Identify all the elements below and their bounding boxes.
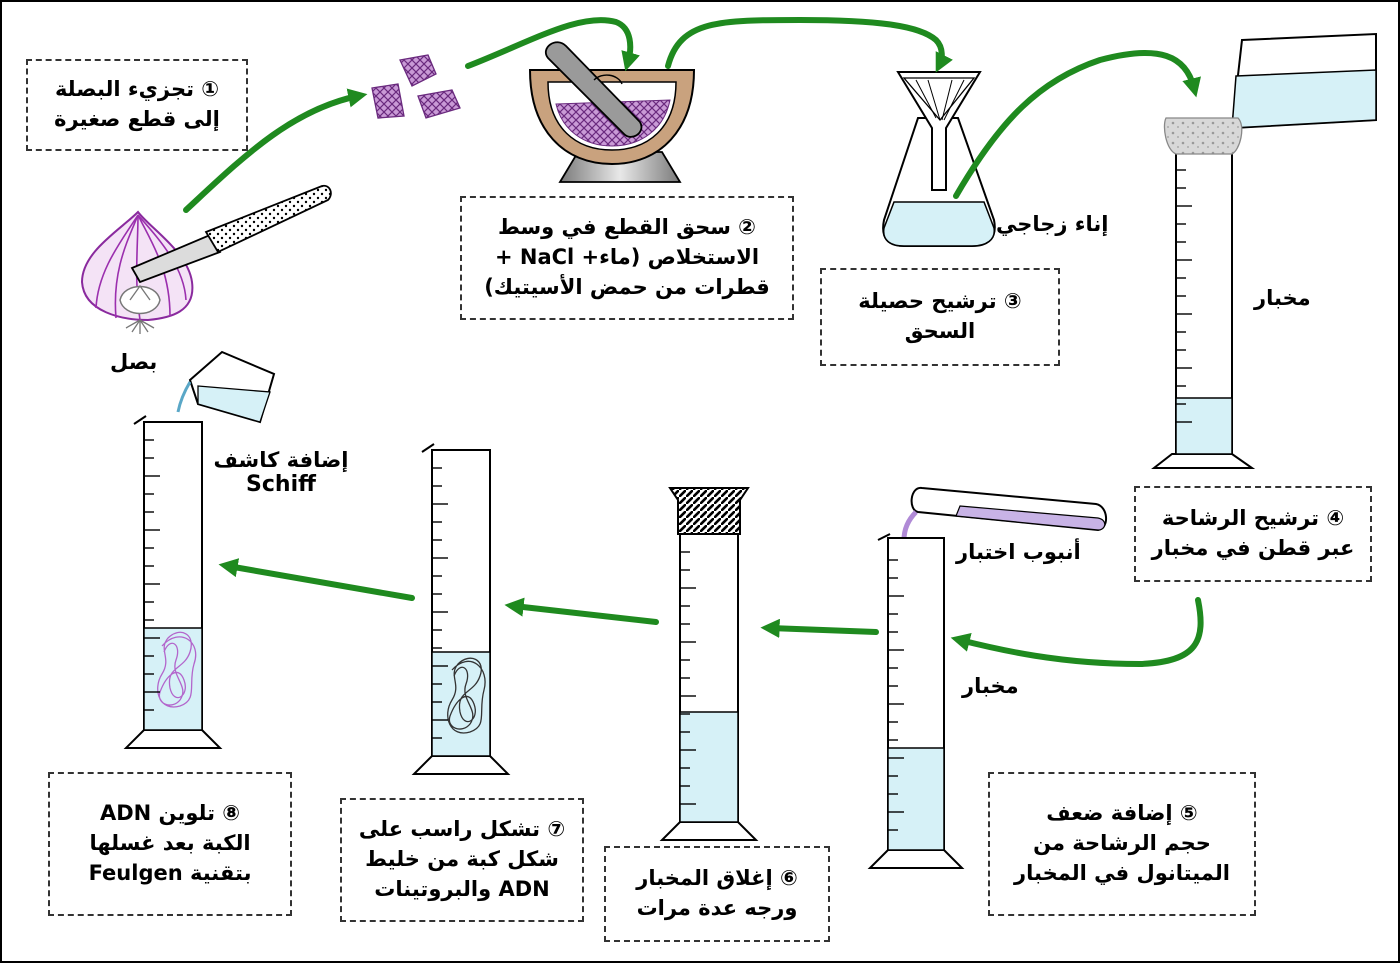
dna-stained (157, 631, 197, 708)
arrow-6 (504, 597, 659, 625)
step-4-box: ④ ترشيح الرشاحة عبر قطن في مخبار (1134, 486, 1372, 582)
step-1-box: ① تجزيء البصلة إلى قطع صغيرة (26, 59, 248, 151)
step-6-box: ⑥ إغلاق المخبار ورجه عدة مرات (604, 846, 830, 942)
step-8-line-3: بتقنية Feulgen (88, 860, 252, 885)
step-5-line-1: ⑤ إضافة ضعف (1046, 801, 1198, 826)
graduated-cylinder-5 (867, 533, 965, 869)
glass-vessel-icon (882, 71, 996, 247)
arrow-2 (465, 17, 640, 72)
step-3-line-2: السحق (904, 319, 976, 343)
glass-vessel-label: إناء زجاجي (996, 212, 1109, 236)
arrow-3 (665, 16, 953, 73)
step-7-line-3: ADN والبروتينات (374, 876, 550, 901)
step-8-line-2: الكبة بعد غسلها (89, 831, 251, 856)
step-1-line-1: ① تجزيء البصلة (54, 77, 220, 102)
cylinder-label-2: مخبار (962, 674, 1019, 698)
test-tube-label: أنبوب اختبار (956, 540, 1081, 564)
step-1-line-2: إلى قطع صغيرة (54, 107, 220, 131)
step-2-line-3: قطرات من حمض الأسيتيك) (484, 274, 770, 299)
schiff-label: إضافة كاشف Schiff (208, 448, 354, 497)
beaker-schiff-icon (176, 350, 276, 424)
arrow-1 (183, 88, 368, 213)
arrow-filtrate (953, 50, 1201, 199)
step-3-box: ③ ترشيح حصيلة السحق (820, 268, 1060, 366)
test-tube-icon (901, 486, 1107, 541)
step-2-box: ② سحق القطع في وسط الاستخلاص (ماء+ NaCl … (460, 196, 794, 320)
schiff-label-line-2: Schiff (246, 472, 316, 497)
mortar-pestle-icon (528, 41, 696, 183)
step-3-line-1: ③ ترشيح حصيلة (858, 289, 1022, 314)
knife-icon (130, 184, 332, 284)
step-7-line-1: ⑦ تشكل راسب على (358, 817, 566, 842)
step-2-line-2: الاستخلاص (ماء+ NaCl + (494, 245, 760, 270)
step-7-line-2: شكل كبة من خليط (365, 847, 559, 872)
step-8-box: ⑧ تلوين ADN الكبة بعد غسلها بتقنية Feulg… (48, 772, 292, 916)
graduated-cylinder-7 (411, 443, 511, 775)
step-7-box: ⑦ تشكل راسب على شكل كبة من خليط ADN والب… (340, 798, 584, 922)
arrow-5 (760, 618, 879, 638)
dna-precipitate (447, 657, 486, 734)
step-8-line-1: ⑧ تلوين ADN (99, 801, 241, 826)
arrow-7 (218, 558, 415, 601)
onion-pieces-icon (371, 54, 461, 119)
step-2-line-1: ② سحق القطع في وسط (498, 215, 756, 240)
graduated-cylinder-1 (1151, 117, 1256, 469)
graduated-cylinder-6 (659, 487, 759, 841)
step-5-line-3: الميتانول في المخبار (1014, 860, 1230, 885)
step-5-line-2: حجم الرشاحة من (1033, 831, 1211, 856)
step-5-box: ⑤ إضافة ضعف حجم الرشاحة من الميتانول في … (988, 772, 1256, 916)
onion-label: بصل (110, 350, 158, 374)
beaker-pouring-icon (1208, 32, 1377, 151)
arrow-4 (950, 597, 1204, 668)
cylinder-label-1: مخبار (1254, 286, 1311, 310)
step-4-line-2: عبر قطن في مخبار (1151, 536, 1355, 560)
graduated-cylinder-8 (123, 415, 223, 749)
step-6-line-2: ورجه عدة مرات (636, 896, 798, 920)
step-6-line-1: ⑥ إغلاق المخبار (636, 866, 798, 891)
step-4-line-1: ④ ترشيح الرشاحة (1161, 506, 1345, 531)
schiff-label-line-1: إضافة كاشف (213, 448, 349, 472)
